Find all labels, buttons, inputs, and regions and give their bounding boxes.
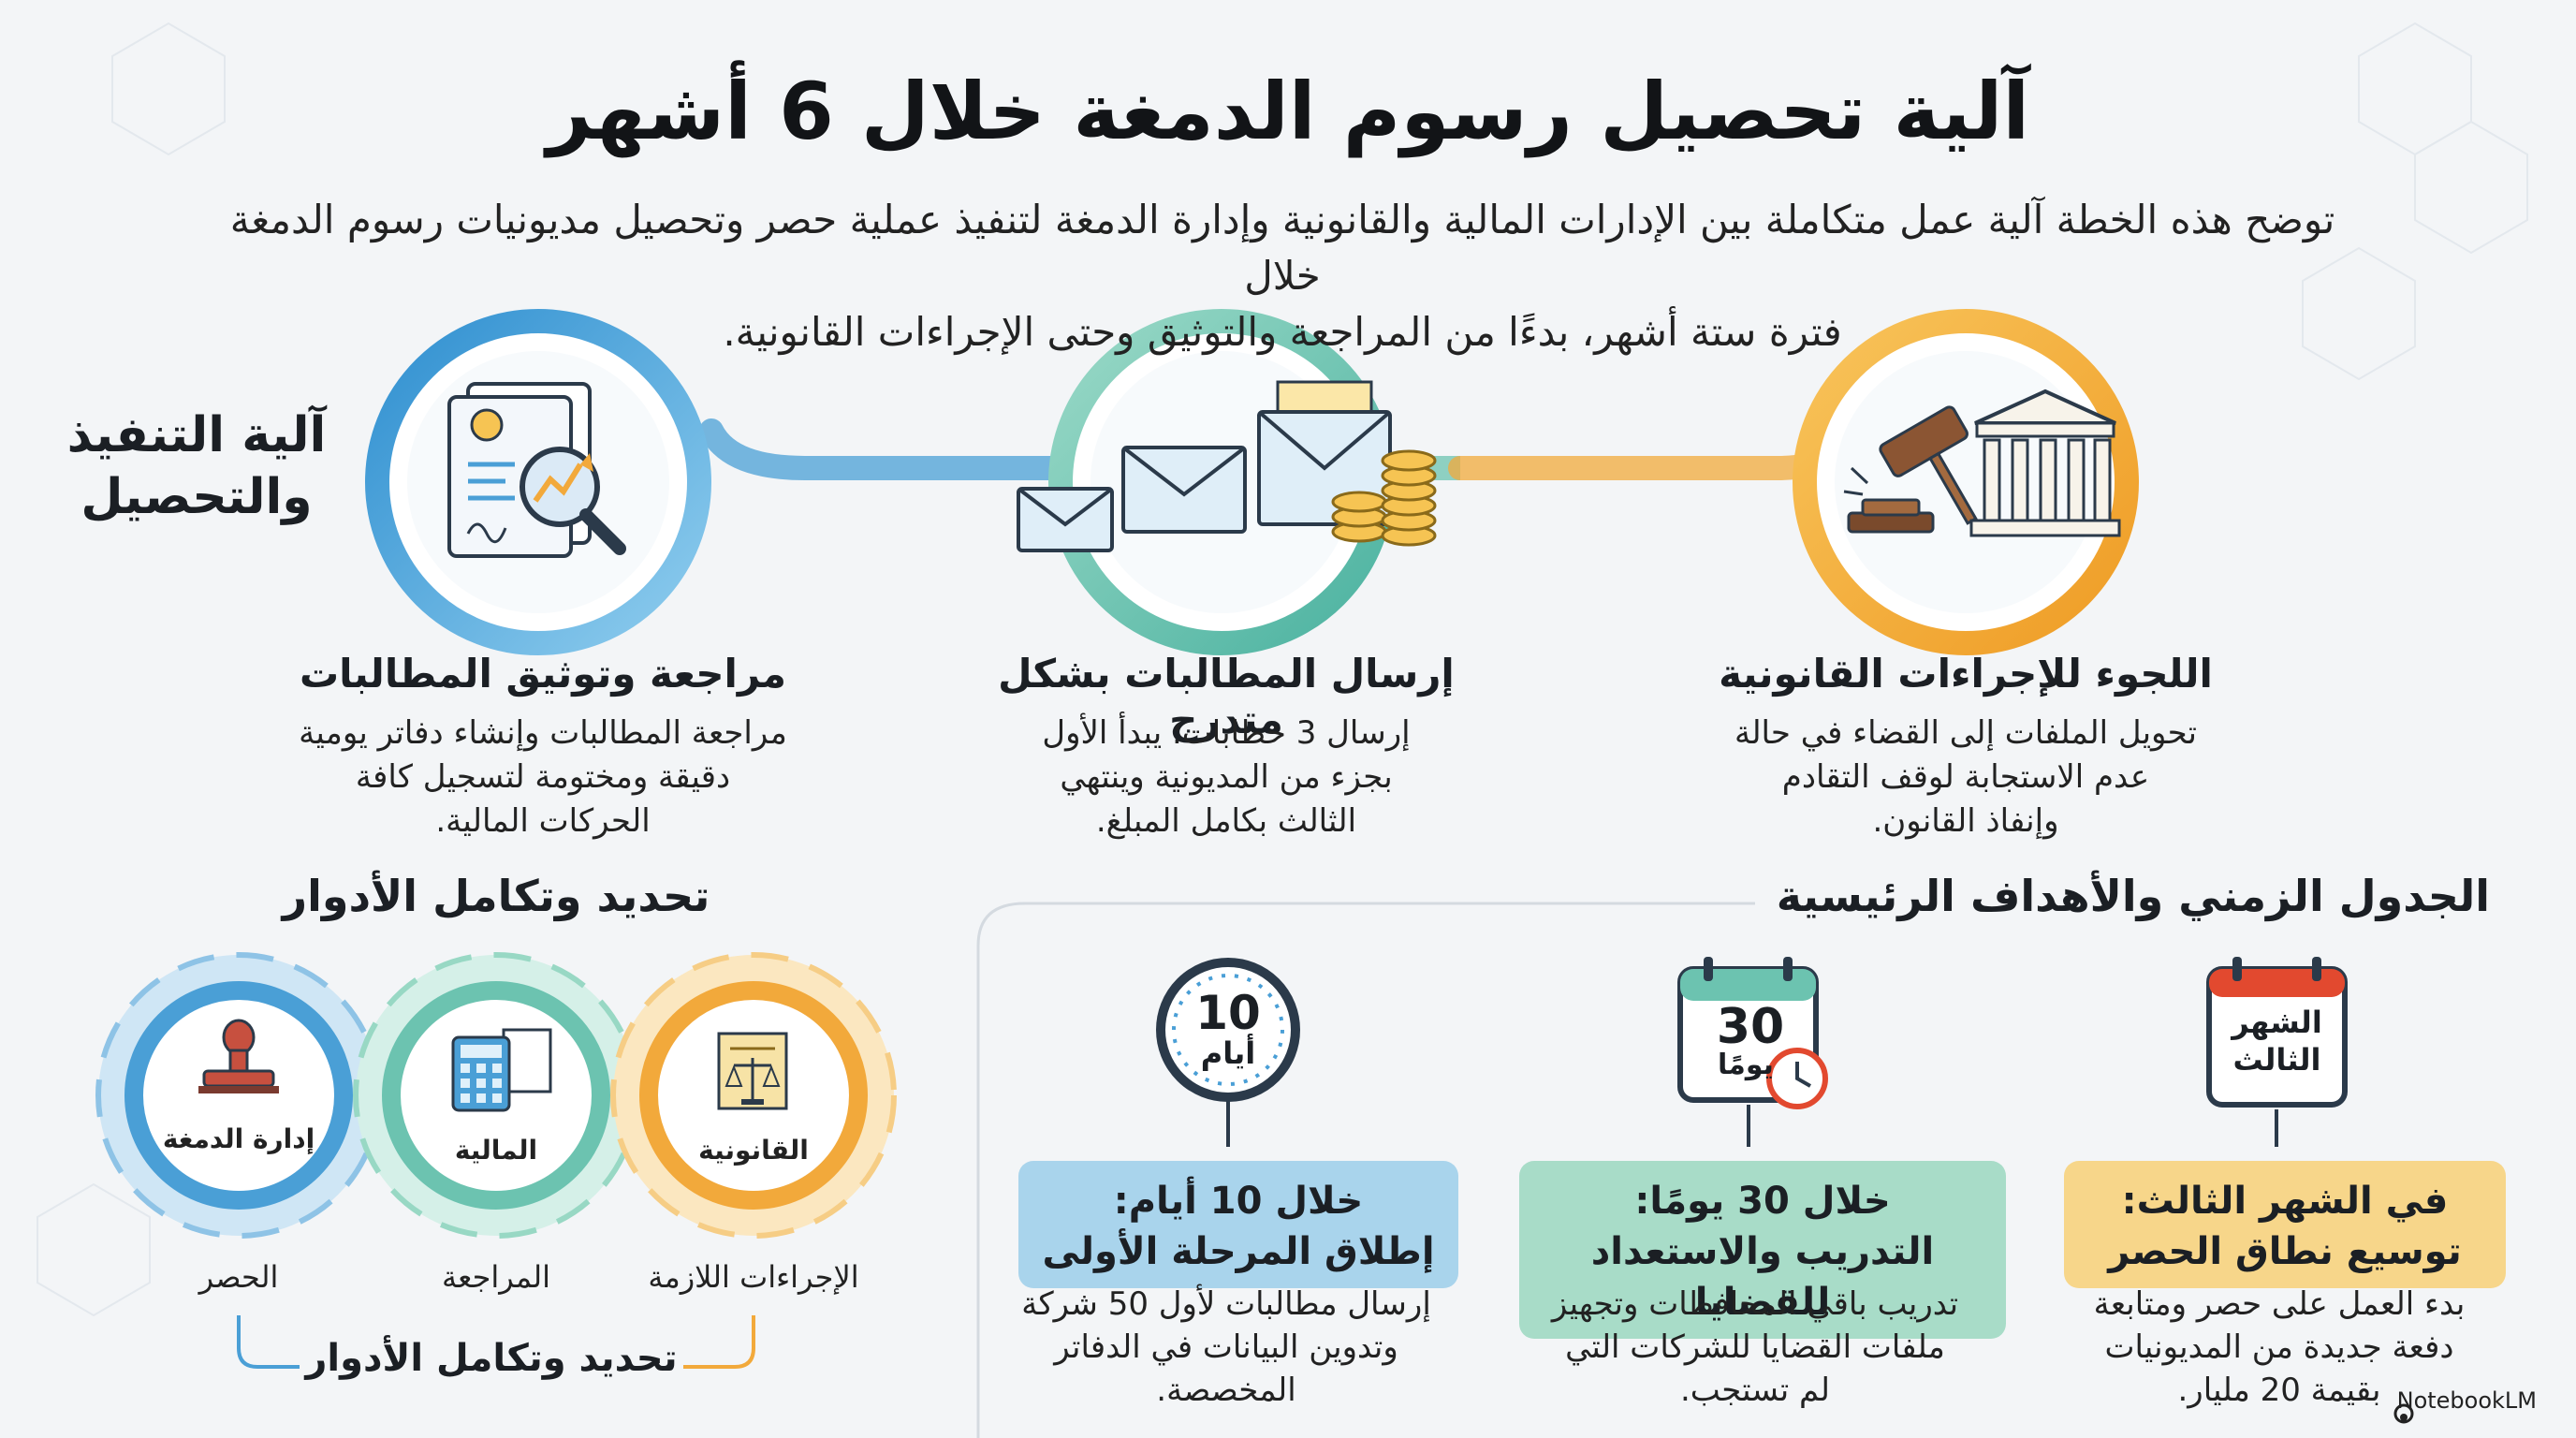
mechanism-side-title: آلية التنفيذ والتحصيل — [56, 404, 337, 528]
timeline-box-heading: التدريب والاستعداد للقضايا — [1590, 1230, 1935, 1324]
page-title: آلية تحصيل رسوم الدمغة خلال 6 أشهر — [546, 66, 2030, 157]
calendar-month-icon — [2206, 957, 2348, 1147]
clock-badge-icon — [1156, 958, 1300, 1147]
timeline-desc-line: بقيمة 20 مليار. — [2177, 1372, 2381, 1409]
step-send-desc: إرسال 3 خطابات؛ يبدأ الأول بجزء من المدي… — [992, 712, 1460, 844]
timeline-desc-line: ملفات القضايا للشركات التي — [1565, 1328, 1945, 1366]
intro-line-1: توضح هذه الخطة آلية عمل متكاملة بين الإد… — [229, 197, 2335, 299]
notebooklm-logo-icon — [2393, 1403, 2414, 1424]
calendar-30-unit: يومًا — [1718, 1049, 1774, 1081]
step-review-title: مراجعة وتوثيق المطالبات — [299, 651, 787, 697]
timeline-box-heading: إطلاق المرحلة الأولى — [1042, 1230, 1435, 1273]
timeline-desc-line: المخصصة. — [1156, 1372, 1296, 1409]
calendar-30-icon — [1677, 957, 1828, 1147]
hexagon-pattern — [37, 22, 2528, 1317]
timeline-desc-30-days: تدريب باقي المحافظات وتجهيز ملفات القضاي… — [1521, 1283, 1989, 1412]
timeline-desc-line: وتدوين البيانات في الدفاتر — [1054, 1328, 1398, 1366]
calculator-icon — [451, 1028, 552, 1112]
gear-label-stamp: إدارة الدمغة — [162, 1123, 315, 1154]
timeline-box-heading: خلال 10 أيام: — [1113, 1180, 1364, 1223]
timeline-desc-line: بدء العمل على حصر ومتابعة — [2093, 1285, 2466, 1323]
timeline-desc-third-month: بدء العمل على حصر ومتابعة دفعة جديدة من … — [2069, 1283, 2490, 1412]
side-title-line-2: والتحصيل — [80, 469, 313, 525]
step-send-desc-line: الثالث بكامل المبلغ. — [1095, 802, 1357, 840]
timeline-box-third-month: في الشهر الثالث: توسيع نطاق الحصر — [2064, 1161, 2506, 1288]
step-send-desc-line: إرسال 3 خطابات؛ يبدأ الأول — [1042, 714, 1411, 752]
role-label-procedures: الإجراءات اللازمة — [648, 1259, 859, 1295]
calendar-month-line: الشهر — [2232, 1005, 2322, 1040]
step-legal-title: اللجوء للإجراءات القانونية — [1719, 651, 2213, 697]
timeline-desc-line: تدريب باقي المحافظات وتجهيز — [1551, 1285, 1959, 1323]
calendar-month-text: الشهر الثالث — [2214, 1004, 2340, 1078]
timeline-box-heading: خلال 30 يومًا: — [1634, 1180, 1891, 1223]
step-legal-desc: تحويل الملفات إلى القضاء في حالة عدم الا… — [1685, 712, 2247, 844]
gavel-courthouse-icon — [1843, 389, 2121, 537]
timeline-box-30-days: خلال 30 يومًا: التدريب والاستعداد للقضاي… — [1519, 1161, 2006, 1339]
calendar-month-line: الثالث — [2232, 1042, 2321, 1078]
role-label-review: المراجعة — [441, 1259, 551, 1295]
timeline-desc-line: لم تستجب. — [1680, 1372, 1830, 1409]
timeline-desc-line: إرسال مطالبات لأول 50 شركة — [1021, 1285, 1431, 1323]
clock-badge-number: 10 — [1195, 986, 1261, 1040]
timeline-box-heading: توسيع نطاق الحصر — [2108, 1230, 2462, 1273]
timeline-box-heading: في الشهر الثالث: — [2121, 1180, 2449, 1223]
step-review-desc-line: الحركات المالية. — [435, 802, 651, 840]
step-review-desc-line: مراجعة المطالبات وإنشاء دفاتر يومية — [299, 714, 787, 752]
step-legal-desc-line: وإنفاذ القانون. — [1872, 802, 2059, 840]
side-title-line-1: آلية التنفيذ — [66, 407, 327, 463]
envelopes-coins-icon — [1017, 380, 1437, 552]
clock-badge-unit: أيام — [1200, 1035, 1256, 1071]
step-legal-desc-line: عدم الاستجابة لوقف التقادم — [1781, 758, 2150, 796]
step-review-desc: مراجعة المطالبات وإنشاء دفاتر يومية دقيق… — [262, 712, 824, 844]
gear-label-finance: المالية — [454, 1135, 538, 1166]
step-send-title: إرسال المطالبات بشكل متدرج — [998, 651, 1455, 742]
document-magnifier-icon — [447, 382, 626, 558]
stamp-icon — [198, 1019, 279, 1093]
role-label-survey: الحصر — [198, 1259, 279, 1295]
brand-text: NotebookLM — [2396, 1387, 2537, 1414]
gear-label-legal: القانونية — [698, 1135, 809, 1166]
scales-scroll-icon — [717, 1032, 788, 1110]
roles-footer: تحديد وتكامل الأدوار — [305, 1337, 678, 1380]
timeline-title: الجدول الزمني والأهداف الرئيسية — [1776, 871, 2490, 921]
timeline-box-10-days: خلال 10 أيام: إطلاق المرحلة الأولى — [1018, 1161, 1458, 1288]
brand-label: NotebookLM — [2369, 1387, 2537, 1414]
timeline-desc-line: دفعة جديدة من المديونيات — [2104, 1328, 2454, 1366]
step-legal-desc-line: تحويل الملفات إلى القضاء في حالة — [1734, 714, 2198, 752]
step-send-desc-line: بجزء من المديونية وينتهي — [1060, 758, 1393, 796]
intro-line-2: فترة ستة أشهر، بدءًا من المراجعة والتوثي… — [723, 309, 1842, 355]
intro-text: توضح هذه الخطة آلية عمل متكاملة بين الإد… — [187, 192, 2378, 360]
roles-title: تحديد وتكامل الأدوار — [282, 871, 710, 921]
calendar-30-number: 30 — [1716, 999, 1785, 1055]
step-review-desc-line: دقيقة ومختومة لتسجيل كافة — [355, 758, 731, 796]
timeline-desc-10-days: إرسال مطالبات لأول 50 شركة وتدوين البيان… — [1002, 1283, 1451, 1412]
